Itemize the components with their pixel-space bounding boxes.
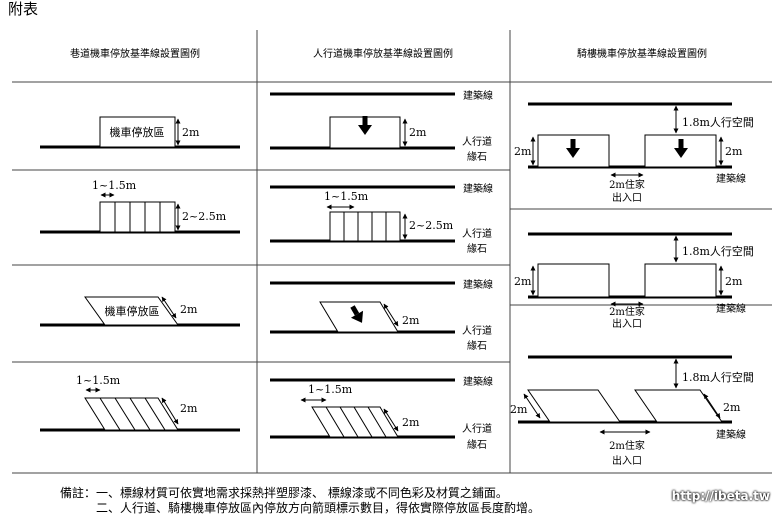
svg-text:建築線: 建築線: [716, 172, 746, 185]
svg-text:建築線: 建築線: [463, 375, 493, 388]
svg-text:1~1.5m: 1~1.5m: [92, 179, 137, 192]
svg-text:1.8m人行空間: 1.8m人行空間: [682, 115, 754, 129]
svg-text:機車停放區: 機車停放區: [105, 304, 160, 318]
watermark: http://ibeta.tw: [671, 489, 770, 503]
svg-text:人行道: 人行道: [462, 324, 492, 337]
svg-text:建築線: 建築線: [463, 182, 493, 195]
svg-text:1.8m人行空間: 1.8m人行空間: [682, 244, 754, 258]
svg-text:2m: 2m: [510, 403, 528, 416]
lane-example-4: 1~1.5m 2m: [40, 374, 240, 432]
svg-text:2m住家: 2m住家: [609, 439, 645, 452]
svg-text:緣石: 緣石: [467, 339, 487, 352]
note-prefix: 備註：: [60, 486, 97, 500]
svg-text:出入口: 出入口: [612, 191, 642, 204]
svg-text:建築線: 建築線: [716, 428, 746, 441]
svg-text:2m: 2m: [180, 402, 198, 415]
svg-text:人行道: 人行道: [462, 422, 492, 435]
svg-text:2m: 2m: [182, 126, 200, 139]
svg-text:緣石: 緣石: [467, 438, 487, 451]
arcade-example-3: 1.8m人行空間 2m 2m 2m住家 出入口 建築線: [510, 355, 754, 467]
sidewalk-example-1: 建築線 2m 人行道 緣石: [270, 89, 493, 163]
svg-text:2~2.5m: 2~2.5m: [182, 210, 227, 223]
svg-text:2m住家: 2m住家: [609, 178, 645, 191]
svg-text:2m: 2m: [402, 416, 420, 429]
lane-example-1: 機車停放區 2m: [40, 116, 240, 149]
note-1-text: 一、標線材質可依實地需求採熱拌塑膠漆、 標線漆或不同色彩及材質之鋪面。: [96, 486, 508, 500]
arcade-example-1: 1.8m人行空間 2m 2m 2m住家 出入口 建築線: [514, 102, 754, 204]
header-sidewalk: 人行道機車停放基準線設置圖例: [313, 47, 453, 60]
svg-text:建築線: 建築線: [716, 302, 746, 315]
header-arcade: 騎樓機車停放基準線設置圖例: [577, 47, 707, 60]
table-grid: [12, 30, 772, 474]
svg-text:建築線: 建築線: [463, 278, 493, 291]
svg-text:建築線: 建築線: [463, 89, 493, 102]
svg-text:緣石: 緣石: [467, 242, 487, 255]
svg-text:人行道: 人行道: [462, 135, 492, 148]
header-lane: 巷道機車停放基準線設置圖例: [70, 47, 200, 60]
svg-text:機車停放區: 機車停放區: [110, 125, 165, 139]
svg-text:2m: 2m: [180, 303, 198, 316]
svg-text:2m: 2m: [514, 275, 532, 288]
svg-text:2m: 2m: [725, 275, 743, 288]
svg-text:緣石: 緣石: [467, 150, 487, 163]
svg-text:人行道: 人行道: [462, 227, 492, 240]
note-1: 備註：一、標線材質可依實地需求採熱拌塑膠漆、 標線漆或不同色彩及材質之鋪面。: [60, 484, 508, 501]
svg-text:2m: 2m: [514, 145, 532, 158]
lane-example-3: 機車停放區 2m: [40, 296, 240, 327]
svg-text:2m住家: 2m住家: [609, 305, 645, 318]
sidewalk-example-2: 建築線 1~1.5m 2~2.5m 人行道 緣石: [270, 182, 493, 255]
svg-text:出入口: 出入口: [612, 317, 642, 330]
svg-text:2m: 2m: [409, 126, 427, 139]
svg-text:出入口: 出入口: [612, 454, 642, 467]
svg-text:1.8m人行空間: 1.8m人行空間: [682, 370, 754, 384]
page-title: 附表: [8, 0, 38, 18]
svg-text:2m: 2m: [723, 401, 741, 414]
lane-example-2: 1~1.5m 2~2.5m: [40, 179, 240, 234]
svg-text:1~1.5m: 1~1.5m: [324, 190, 369, 203]
svg-text:1~1.5m: 1~1.5m: [76, 374, 121, 387]
note-2: 二、人行道、騎樓機車停放區內停放方向箭頭標示數目，得依實際停放區長度酌增。: [96, 501, 541, 515]
svg-text:2~2.5m: 2~2.5m: [409, 219, 454, 232]
sidewalk-example-4: 建築線 1~1.5m 2m 人行道 緣石: [270, 375, 493, 451]
svg-text:1~1.5m: 1~1.5m: [308, 383, 353, 396]
arcade-example-2: 1.8m人行空間 2m 2m 2m住家 出入口 建築線: [514, 232, 754, 330]
sidewalk-example-3: 建築線 2m 人行道 緣石: [270, 278, 493, 352]
svg-text:2m: 2m: [402, 314, 420, 327]
svg-text:2m: 2m: [725, 145, 743, 158]
